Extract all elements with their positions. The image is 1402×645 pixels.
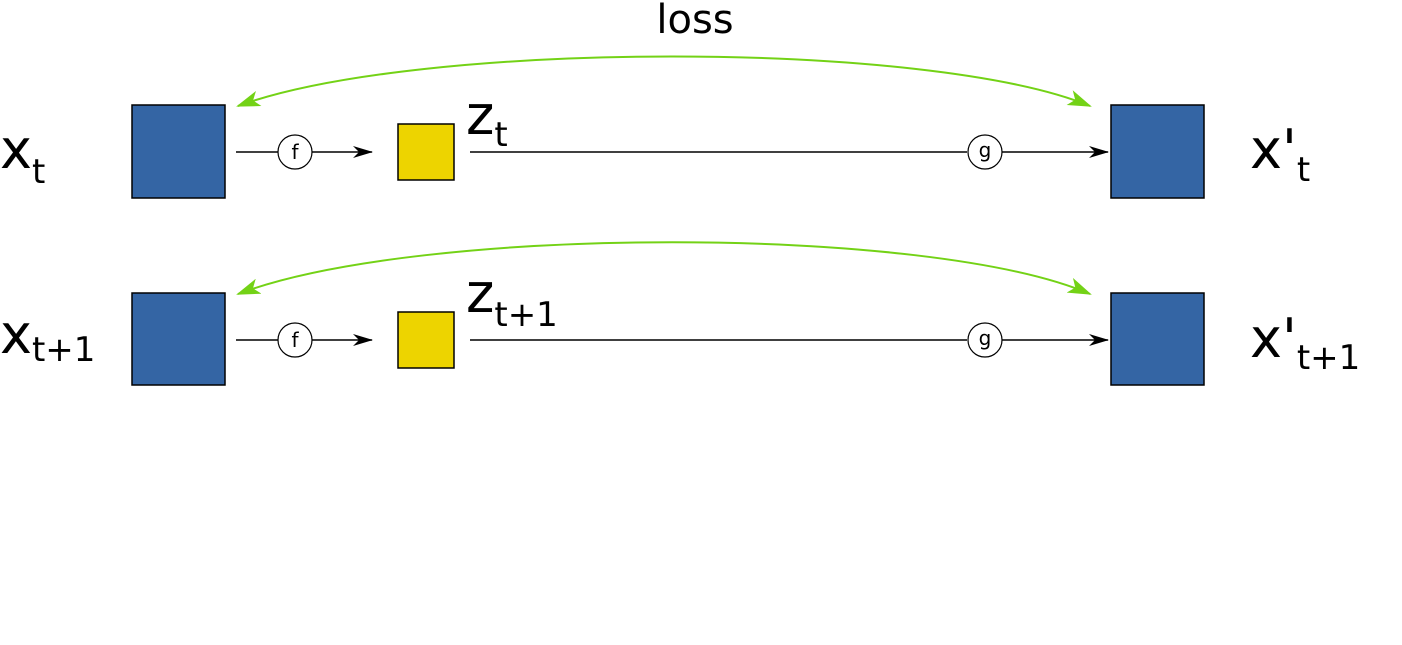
- latent-box: [397, 311, 455, 369]
- loss-label: loss: [656, 0, 733, 43]
- output-box: [1110, 292, 1205, 386]
- input-label: xt: [0, 118, 45, 192]
- output-label: x't+1: [1250, 307, 1360, 378]
- latent-label: zt+1: [466, 262, 558, 335]
- row-t-plus-1: xt+1 f zt+1 g x't+1: [0, 241, 1360, 386]
- row-t: xt f zt g x't: [0, 55, 1310, 199]
- loss-arrow: [236, 55, 1092, 107]
- decoder-label: g: [979, 138, 992, 162]
- loss-arrow: [236, 241, 1092, 295]
- input-box: [131, 292, 226, 386]
- encoder-label: f: [291, 328, 299, 352]
- input-label: xt+1: [0, 303, 95, 370]
- latent-label: zt: [466, 84, 508, 155]
- encoder-label: f: [291, 140, 299, 164]
- input-box: [131, 104, 226, 199]
- output-box: [1110, 104, 1205, 199]
- latent-box: [397, 123, 455, 181]
- output-label: x't: [1250, 118, 1310, 190]
- decoder-label: g: [979, 326, 992, 350]
